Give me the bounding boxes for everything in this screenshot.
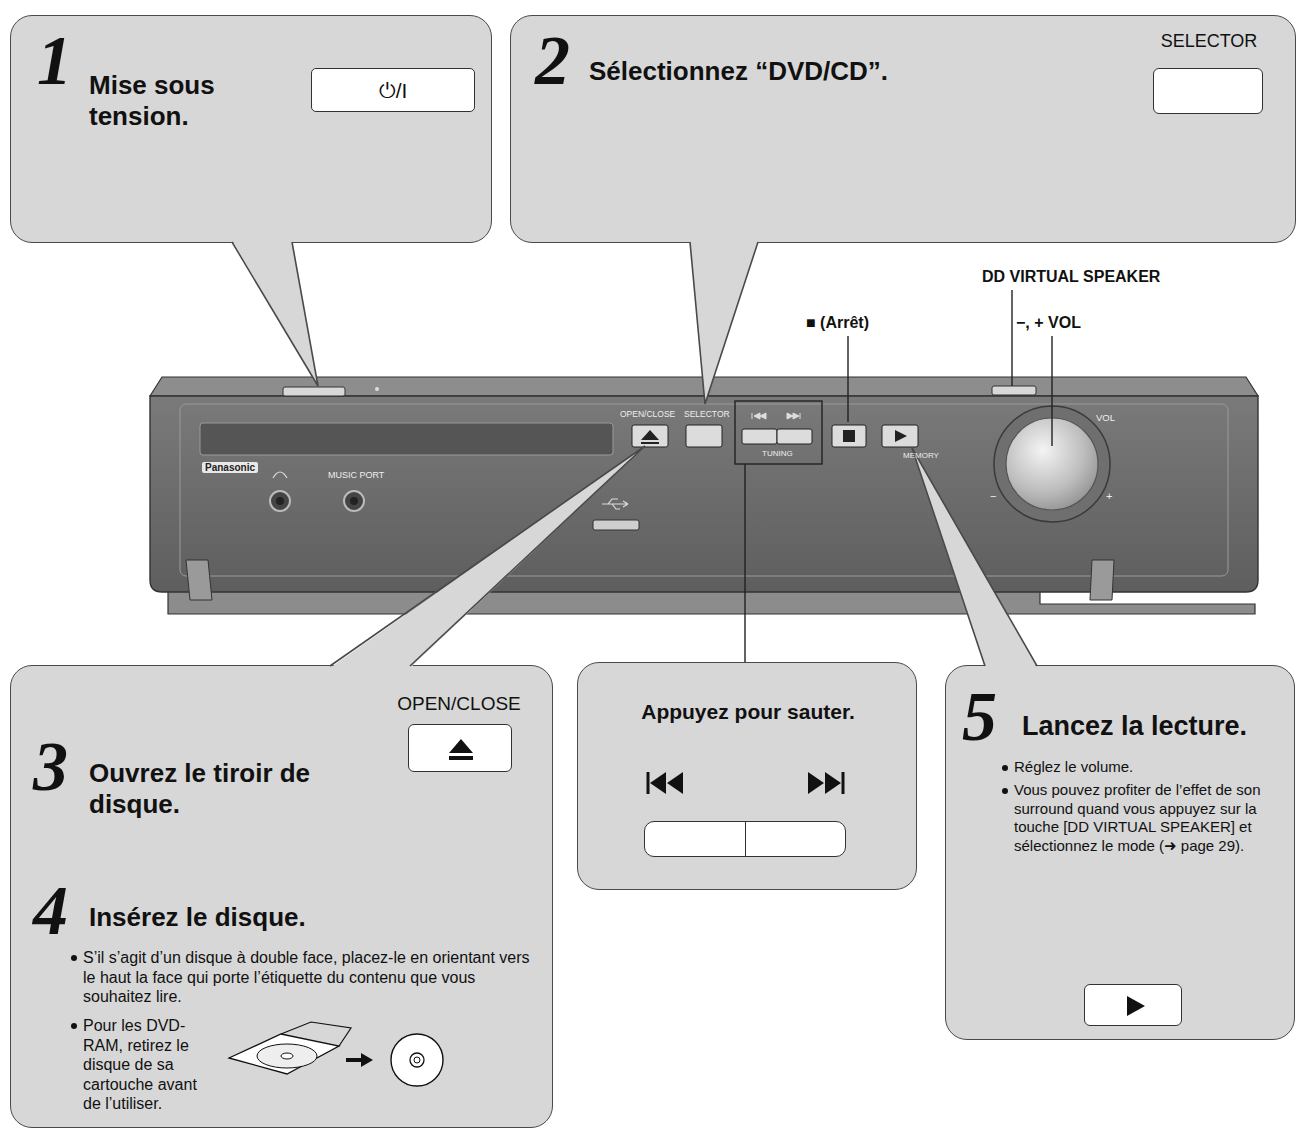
- bullet-text-holder: Vous pouvez profiter de l’effet de son s…: [1014, 781, 1282, 856]
- part-label: −, + VOL: [1016, 314, 1081, 332]
- step-callout: 3Ouvrez le tiroir de disque. OPEN/CLOSE 4I…: [10, 665, 553, 1128]
- panel-marking: −: [990, 490, 996, 502]
- panel-marking: OPEN/CLOSE: [620, 409, 675, 419]
- step-heading: Insérez le disque.: [89, 902, 489, 933]
- panel-marking: MUSIC PORT: [328, 470, 384, 480]
- bullet-text: Réglez le volume.: [1014, 758, 1282, 777]
- panel-marking-holder: MUSIC PORT: [328, 470, 384, 480]
- brand-logo-holder: Panasonic: [202, 462, 258, 473]
- panel-marking-holder: VOL: [1096, 412, 1115, 423]
- bullet-text-holder: Pour les DVD-RAM, retirez le disque de s…: [83, 1016, 215, 1114]
- bullet-text: Pour les DVD-RAM, retirez le disque de s…: [83, 1016, 215, 1114]
- skip-icons: [638, 768, 858, 798]
- skip-buttons: [644, 821, 846, 857]
- callout-number: 5: [962, 682, 1012, 752]
- panel-marking: TUNING: [762, 449, 793, 458]
- step-heading-holder: Lancez la lecture.: [1022, 710, 1294, 742]
- panel-marking: VOL: [1096, 412, 1115, 423]
- part-label: DD VIRTUAL SPEAKER: [982, 268, 1160, 286]
- callout-number-holder: 5: [962, 682, 1012, 752]
- callout-number-holder: 1: [37, 26, 87, 96]
- info-callout: Appuyez pour sauter.: [577, 662, 917, 890]
- step-heading: Sélectionnez “DVD/CD”.: [589, 56, 1089, 87]
- eject-button: [408, 724, 512, 772]
- button-label: ⏻/I: [379, 80, 408, 101]
- bullet-text-holder: S’il s’agit d’un disque à double face, p…: [83, 948, 531, 1007]
- step-heading-holder: Ouvrez le tiroir de disque.: [89, 758, 339, 820]
- bullet-text: S’il s’agit d’un disque à double face, p…: [83, 948, 531, 1007]
- step-callout: 5 Lancez la lecture. Réglez le volume. Vous…: [945, 665, 1295, 1040]
- selector-button: [1153, 68, 1263, 114]
- callout-number-holder: 2: [535, 26, 585, 96]
- part-label-holder: DD VIRTUAL SPEAKER: [982, 268, 1160, 286]
- panel-marking: SELECTOR: [684, 409, 730, 419]
- button-label: SELECTOR: [1129, 32, 1289, 52]
- panel-marking-holder: SELECTOR: [684, 409, 730, 419]
- button-label-holder: OPEN/CLOSE: [379, 694, 539, 715]
- panel-marking-holder: OPEN/CLOSE: [620, 409, 675, 419]
- bullet-text-holder: Réglez le volume.: [1014, 758, 1282, 777]
- callout-number-holder: 3: [33, 732, 83, 802]
- panel-marking: MEMORY: [903, 451, 939, 460]
- panel-marking-holder: −: [990, 490, 996, 502]
- bullet-dot: [71, 1023, 77, 1029]
- button-label: OPEN/CLOSE: [379, 694, 539, 715]
- panel-marking-holder: +: [1106, 490, 1112, 502]
- disc-picture: [221, 1014, 451, 1092]
- brand-logo: Panasonic: [202, 462, 258, 473]
- callout-text-holder: Appuyez pour sauter.: [588, 699, 908, 724]
- step-heading: Lancez la lecture.: [1022, 710, 1294, 742]
- step-heading-holder: Insérez le disque.: [89, 902, 489, 933]
- step-heading-holder: Sélectionnez “DVD/CD”.: [589, 56, 1089, 87]
- button-label-holder: SELECTOR: [1129, 32, 1289, 52]
- part-label-holder: ■ (Arrêt): [806, 314, 869, 332]
- part-label-holder: −, + VOL: [1016, 314, 1081, 332]
- callout-number: 3: [33, 732, 83, 802]
- callout-text: Appuyez pour sauter.: [588, 699, 908, 724]
- step-heading: Mise sous tension.: [89, 70, 299, 132]
- bullet-text: Vous pouvez profiter de l’effet de son s…: [1014, 781, 1282, 856]
- bullet-dot: [1002, 765, 1008, 771]
- step-callout: 1Mise sous tension. ⏻/I: [10, 15, 492, 243]
- step-heading-holder: Mise sous tension.: [89, 70, 299, 132]
- callout-number: 4: [33, 876, 83, 946]
- part-label: ■ (Arrêt): [806, 314, 869, 332]
- play-button: [1084, 984, 1182, 1026]
- bullet-dot: [71, 955, 77, 961]
- panel-marking-holder: TUNING: [762, 449, 793, 458]
- panel-marking-holder: MEMORY: [903, 451, 939, 460]
- callout-number: 1: [37, 26, 87, 96]
- power-button: ⏻/I: [311, 68, 475, 112]
- bullet-dot: [1002, 788, 1008, 794]
- callout-number: 2: [535, 26, 585, 96]
- step-callout: 2Sélectionnez “DVD/CD”. SELECTOR: [510, 15, 1296, 243]
- callout-number-holder: 4: [33, 876, 83, 946]
- panel-marking: +: [1106, 490, 1112, 502]
- step-heading: Ouvrez le tiroir de disque.: [89, 758, 339, 820]
